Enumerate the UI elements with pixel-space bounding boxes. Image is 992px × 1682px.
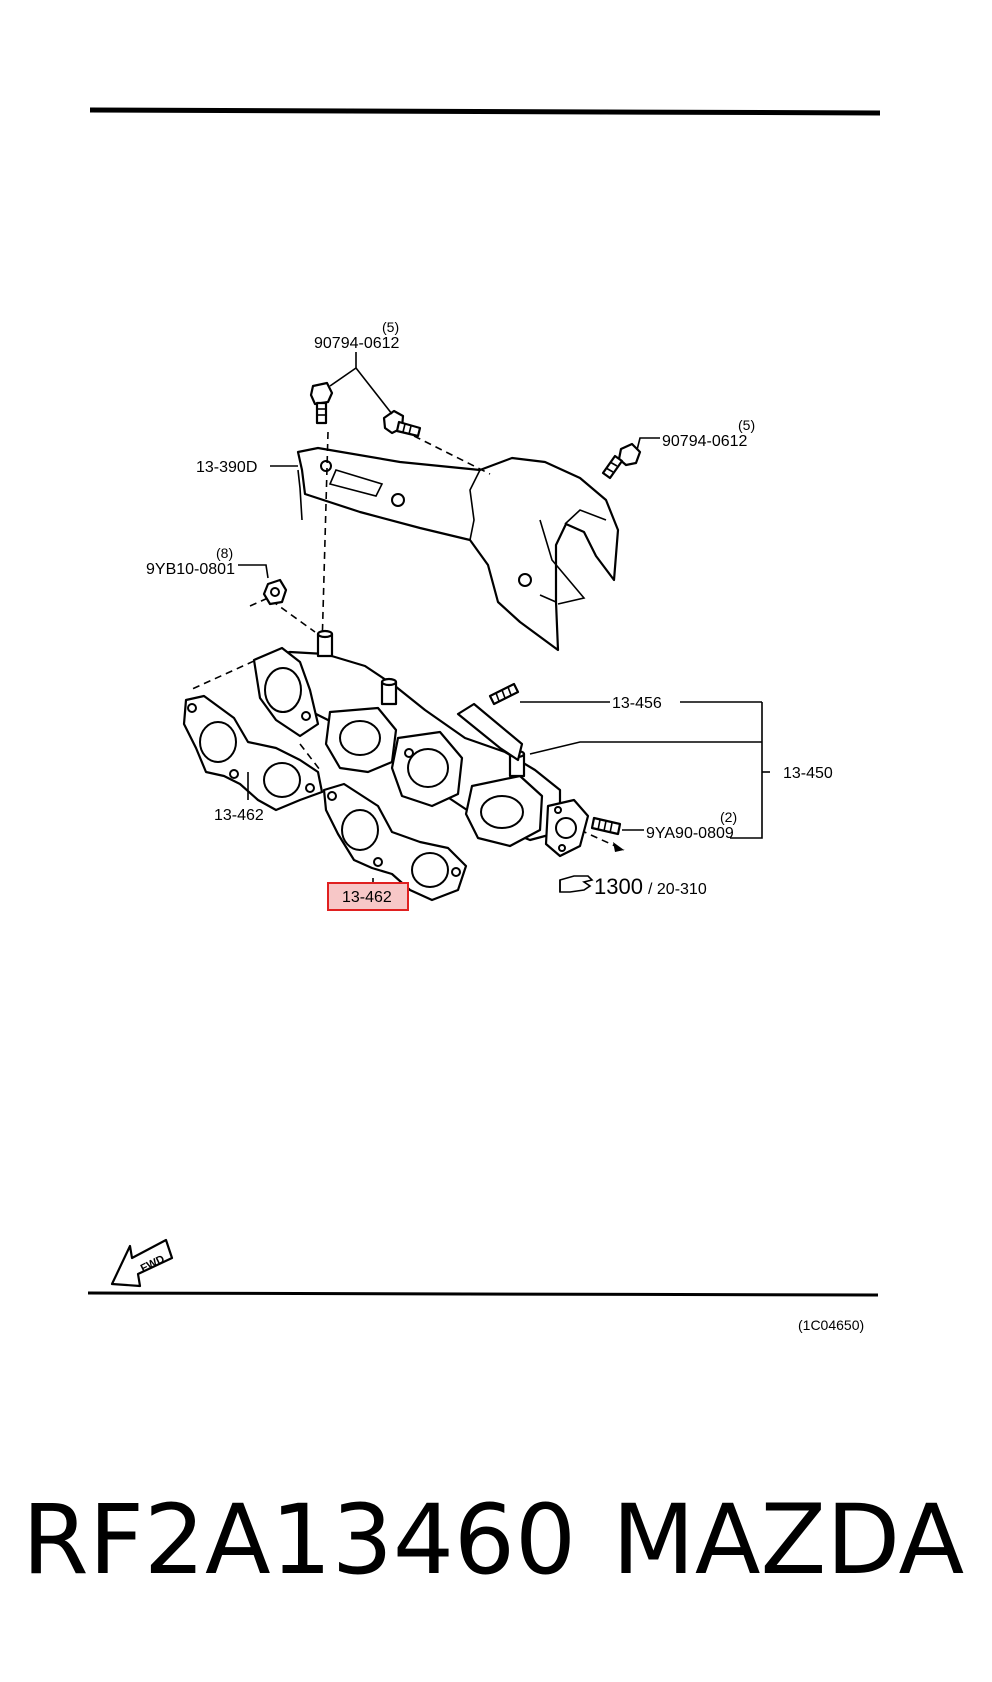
- gasket-highlight-label[interactable]: 13-462: [342, 889, 392, 906]
- bolt-right[interactable]: [601, 442, 642, 480]
- bolt-right-pn: 90794-0612: [662, 433, 748, 450]
- nut-qty: (8): [216, 545, 233, 561]
- manifold-label[interactable]: 13-450: [783, 765, 833, 782]
- bottom-rule: [87, 1291, 879, 1297]
- bolt-top-angled[interactable]: [382, 409, 422, 438]
- stud2-qty: (2): [720, 809, 737, 825]
- part-number: RF2A13460: [22, 1484, 577, 1596]
- exhaust-manifold[interactable]: [252, 629, 590, 858]
- reference-main[interactable]: 1300: [594, 874, 643, 899]
- bolt-top-pn: 90794-0612: [314, 335, 400, 352]
- stud-9ya90[interactable]: [590, 816, 622, 836]
- bolt-top-qty: (5): [382, 319, 399, 335]
- brand-name: MAZDA: [612, 1484, 965, 1596]
- gasket-left-label[interactable]: 13-462: [214, 807, 264, 824]
- nut[interactable]: [262, 578, 288, 606]
- bolt-right-qty: (5): [738, 417, 755, 433]
- gasket-right[interactable]: [322, 782, 468, 902]
- reference-sub[interactable]: / 20-310: [648, 881, 707, 898]
- highlight-box[interactable]: [327, 882, 409, 911]
- stud2-pn: 9YA90-0809: [646, 825, 734, 842]
- heat-insulator-label[interactable]: 13-390D: [196, 459, 257, 476]
- nut-pn: 9YB10-0801: [146, 561, 235, 578]
- stud-label[interactable]: 13-456: [612, 695, 662, 712]
- fwd-arrow-icon: FWD: [110, 1238, 174, 1288]
- hand-pointer-icon: [559, 875, 594, 893]
- top-rule: [89, 107, 881, 116]
- heat-insulator[interactable]: [296, 446, 620, 652]
- bolt-top-vertical[interactable]: [309, 381, 334, 425]
- parts-diagram: (5) 90794-0612 (5) 90794-0612 13-390D (8…: [87, 107, 881, 1333]
- diagram-code: (1C04650): [798, 1317, 864, 1333]
- footer: RF2A13460 MAZDA: [0, 1470, 992, 1610]
- gasket-left[interactable]: [182, 694, 324, 812]
- stud-13-456[interactable]: [488, 682, 520, 706]
